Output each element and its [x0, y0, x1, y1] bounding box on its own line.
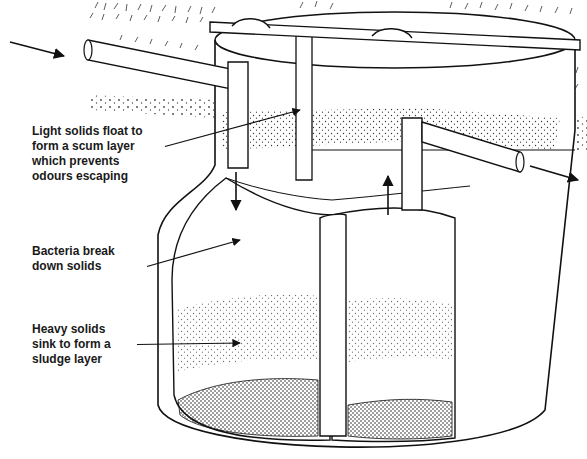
cutaway-opening	[172, 178, 332, 440]
leader-line	[165, 110, 300, 147]
outlet-tee	[402, 118, 422, 210]
cutaway-opening	[332, 208, 455, 441]
leader-line	[147, 240, 240, 267]
partition	[296, 30, 312, 180]
soil	[90, 95, 215, 118]
outlet-pipe	[422, 122, 520, 172]
leader-line	[137, 343, 240, 345]
tank-wall	[158, 40, 575, 447]
sludge-layer	[348, 399, 452, 439]
inlet-pipe	[88, 40, 236, 90]
manhole-cover	[232, 19, 270, 28]
liquid-surface	[226, 178, 470, 200]
baffle-wall	[320, 214, 346, 436]
flow-arrow	[387, 176, 389, 215]
flow-arrow	[235, 172, 237, 210]
settling-zone	[176, 295, 318, 372]
scum-layer	[222, 108, 560, 150]
manhole-cover	[372, 29, 412, 38]
partition	[312, 149, 575, 150]
inlet-pipe	[84, 40, 92, 60]
callout-label: Heavy solids sink to form a sludge layer	[32, 322, 132, 367]
soil	[575, 115, 587, 150]
flow-arrow	[530, 166, 578, 180]
callout-label: Bacteria break down solids	[32, 244, 142, 274]
settling-zone	[348, 298, 452, 362]
sludge-layer	[178, 379, 318, 437]
inlet-tee	[228, 62, 248, 168]
callout-label: Light solids float to form a scum layer …	[32, 124, 160, 184]
flow-arrow	[10, 42, 64, 56]
outlet-pipe	[516, 152, 524, 172]
